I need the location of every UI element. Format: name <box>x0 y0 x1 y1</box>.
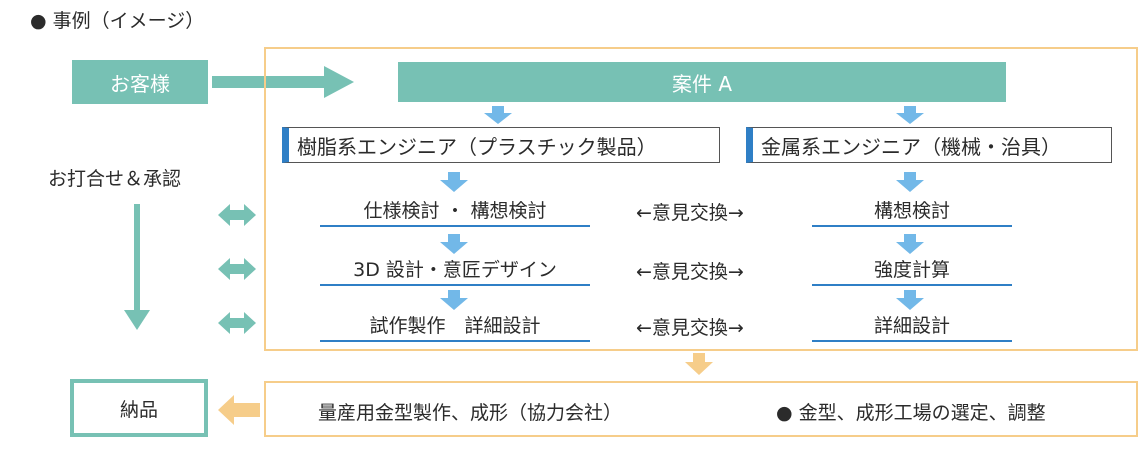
delivery-box: 納品 <box>70 379 208 437</box>
orange-down-arrow-icon <box>685 353 713 375</box>
down-arrow-icon <box>440 290 468 310</box>
double-arrow-icon <box>218 204 256 226</box>
case-bar: 案件 A <box>398 62 1006 102</box>
orange-left-arrow-icon <box>218 395 260 425</box>
down-arrow-icon <box>896 290 924 310</box>
page-heading: ● 事例（イメージ） <box>30 10 205 32</box>
resin-step-3: 試作製作 詳細設計 <box>320 312 590 342</box>
resin-step-1: 仕様検討 ・ 構想検討 <box>320 197 590 227</box>
down-arrow-icon <box>896 172 924 192</box>
production-frame <box>264 381 1138 437</box>
meeting-approval-label: お打合せ＆承認 <box>48 168 182 190</box>
project-frame <box>264 47 1138 351</box>
opinion-exchange-3: ←意見交換→ <box>636 317 744 339</box>
customer-box: お客様 <box>72 60 208 104</box>
mass-production-text: 量産用金型製作、成形（協力会社） <box>318 402 623 424</box>
double-arrow-icon <box>218 312 256 334</box>
metal-step-2: 強度計算 <box>812 256 1012 286</box>
down-arrow-icon <box>484 106 512 124</box>
down-arrow-icon <box>896 106 924 124</box>
opinion-exchange-2: ←意見交換→ <box>636 261 744 283</box>
mold-selection-text: ● 金型、成形工場の選定、調整 <box>776 402 1046 424</box>
metal-engineer-box: 金属系エンジニア（機械・治具） <box>746 127 1112 163</box>
down-arrow-icon <box>896 234 924 254</box>
down-arrow-icon <box>440 172 468 192</box>
resin-engineer-box: 樹脂系エンジニア（プラスチック製品） <box>282 127 720 163</box>
down-arrow-icon <box>440 234 468 254</box>
opinion-exchange-1: ←意見交換→ <box>636 202 744 224</box>
metal-step-1: 構想検討 <box>812 197 1012 227</box>
resin-step-2: 3D 設計・意匠デザイン <box>320 256 590 286</box>
metal-step-3: 詳細設計 <box>812 312 1012 342</box>
customer-to-case-arrow-icon <box>212 66 354 98</box>
long-down-arrow-icon <box>124 204 150 330</box>
double-arrow-icon <box>218 258 256 280</box>
